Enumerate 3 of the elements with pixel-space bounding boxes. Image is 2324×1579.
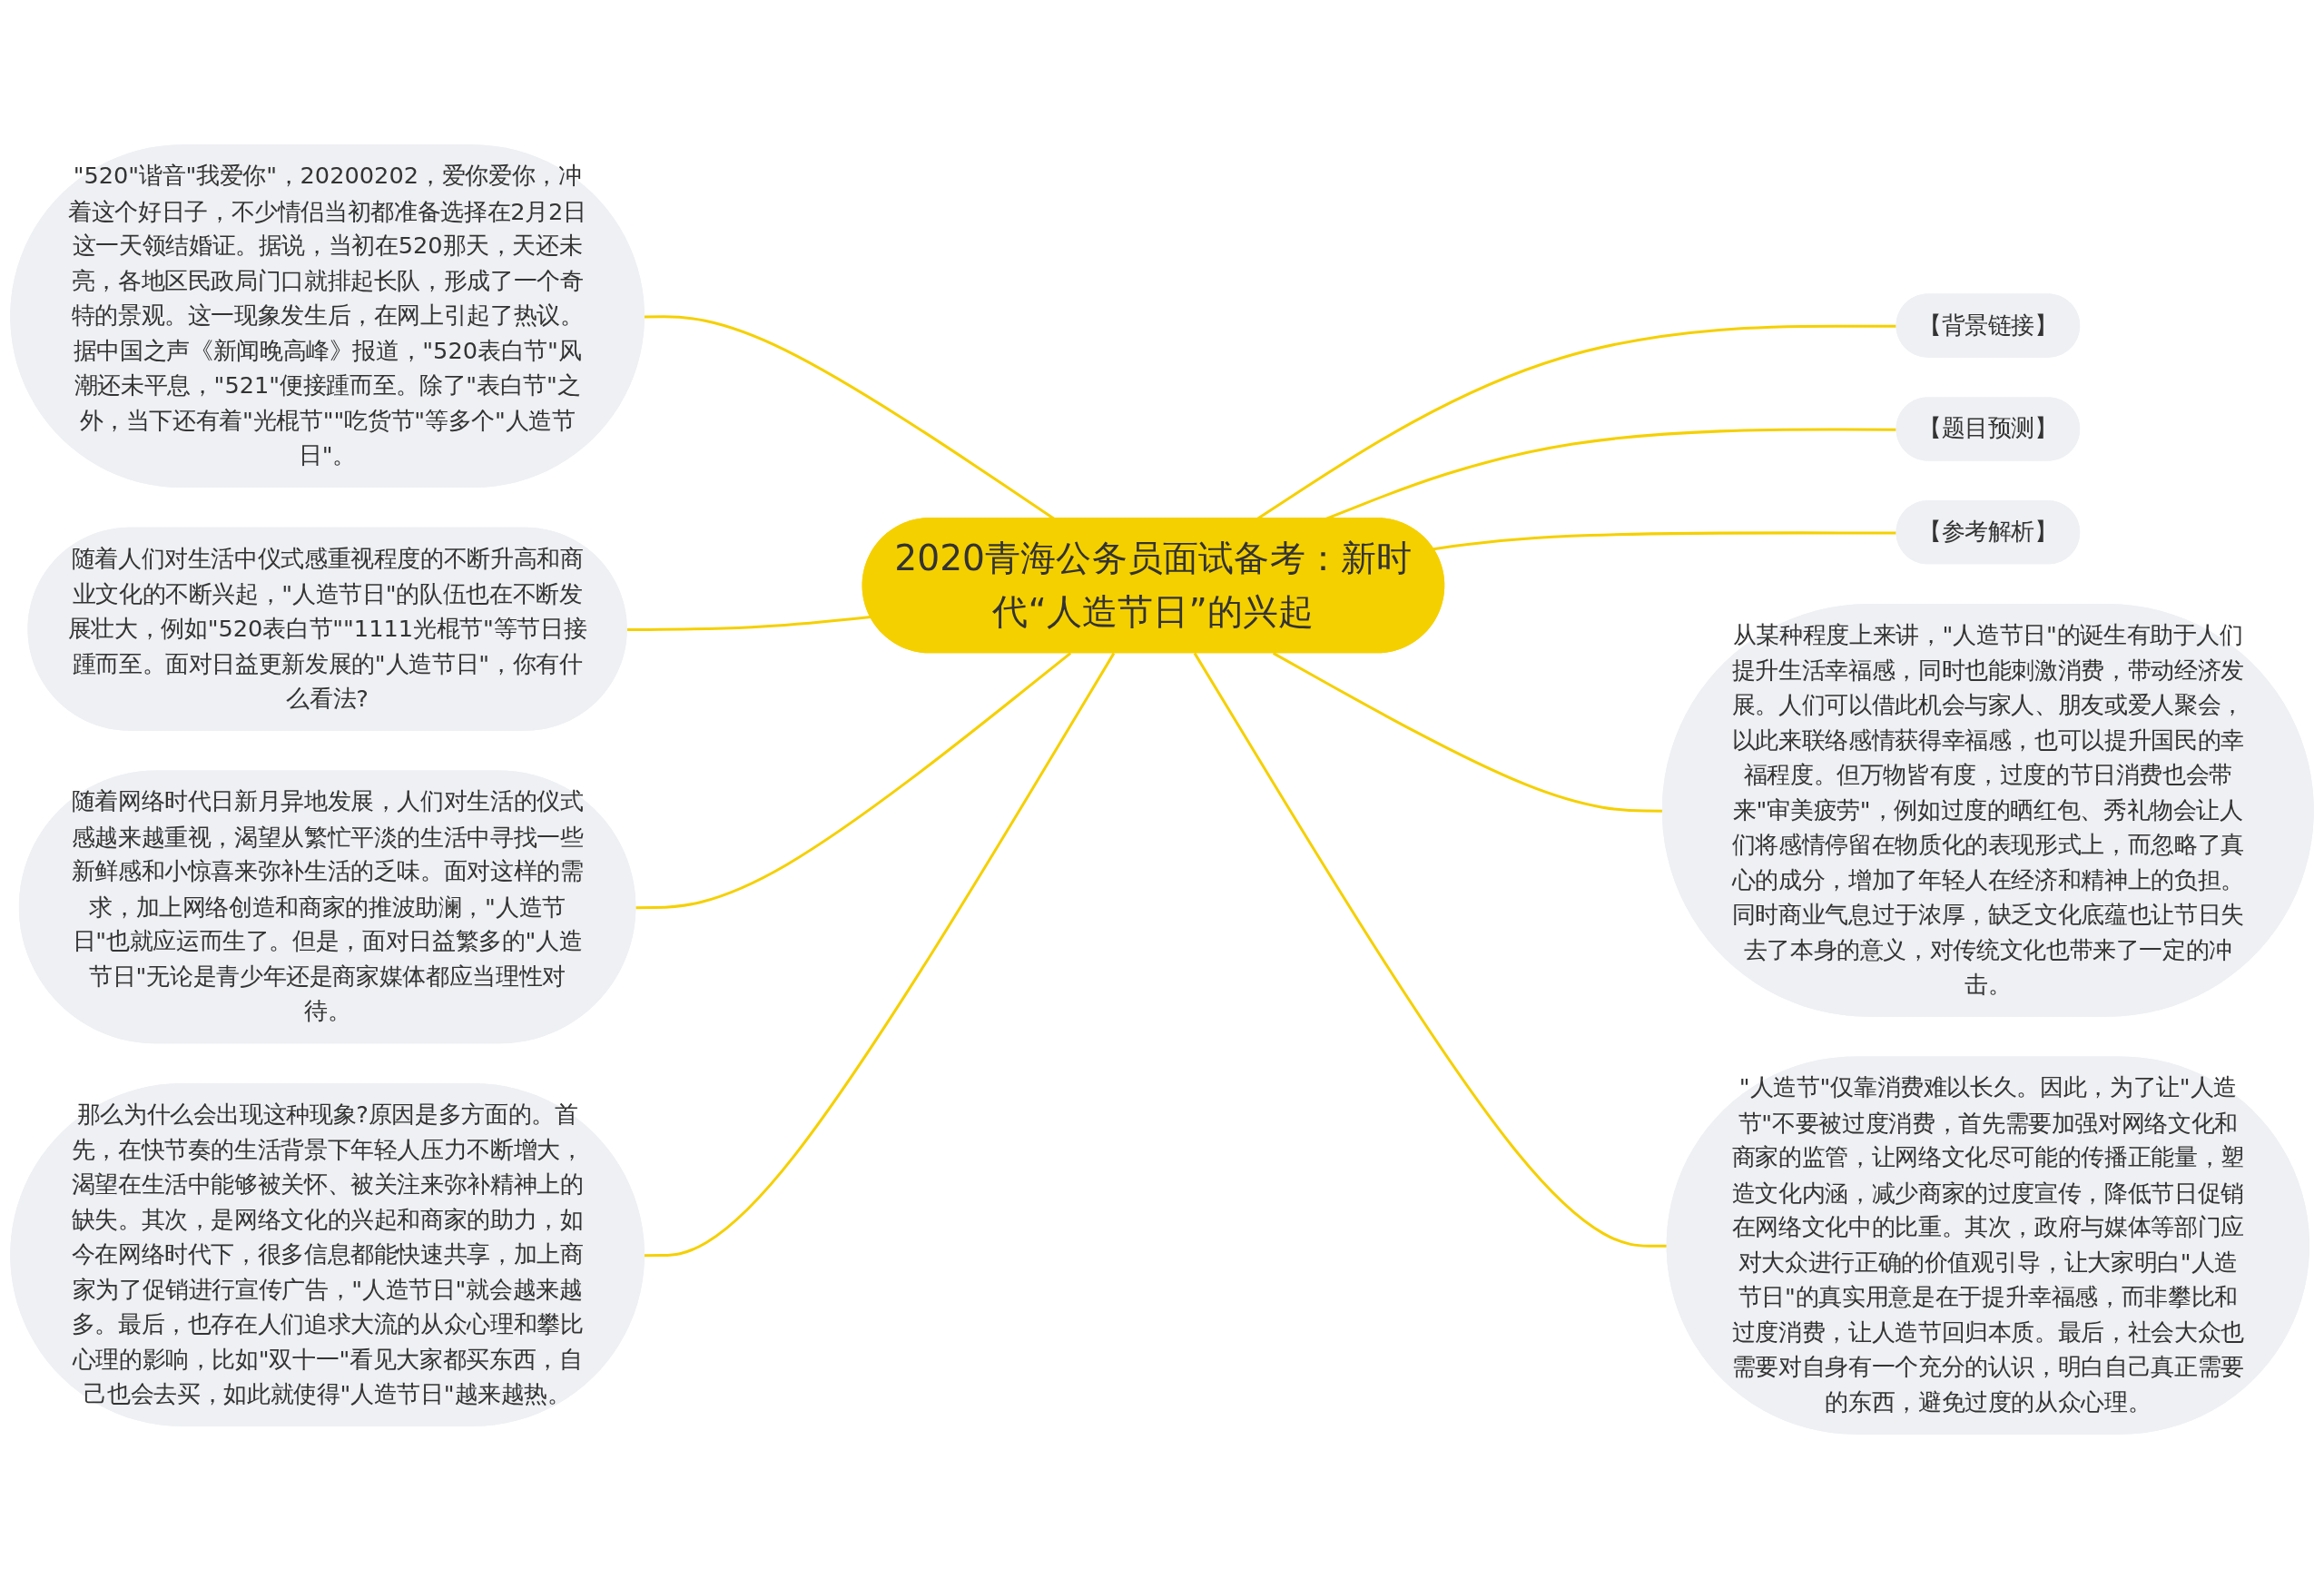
connector bbox=[635, 652, 1072, 910]
connector bbox=[644, 652, 1116, 1258]
connector bbox=[626, 615, 872, 632]
